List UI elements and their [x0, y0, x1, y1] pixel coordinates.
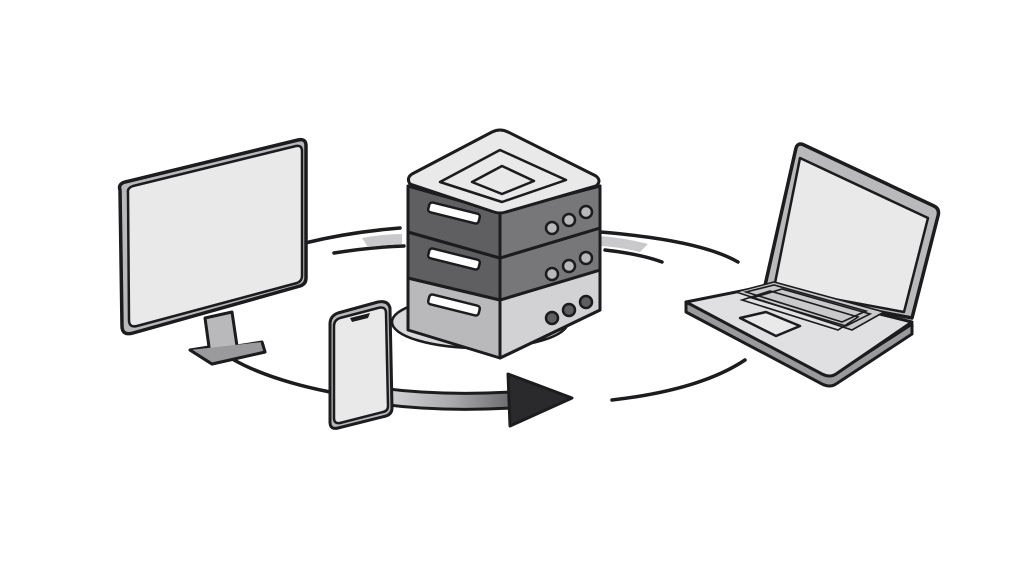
- server-top-square: [470, 164, 536, 196]
- sync-arrow: [378, 372, 574, 428]
- laptop-screen: [772, 156, 930, 314]
- server-3-led-1: [544, 310, 560, 326]
- server-2-led-3: [578, 250, 594, 266]
- server-1-led-1: [544, 220, 560, 236]
- server-top-ring: [438, 148, 568, 204]
- laptop-trackpad: [738, 310, 802, 338]
- server-3-led-3: [578, 294, 594, 310]
- orbit-ring: [232, 226, 747, 402]
- sync-arrow-shaft: [378, 386, 514, 411]
- orbit-ring-front-right: [610, 358, 747, 402]
- orbit-ring-right-back: [598, 230, 740, 264]
- server-3-led-2: [561, 302, 577, 318]
- server-1-led-2: [561, 212, 577, 228]
- laptop-keyboard: [733, 281, 887, 331]
- smartphone-icon: [328, 300, 394, 430]
- desktop-monitor-icon: [117, 137, 308, 366]
- sync-arrow-head: [506, 372, 574, 428]
- laptop-icon: [684, 142, 941, 388]
- phone-notch: [350, 313, 370, 322]
- orbit-ring-left-back-2: [332, 244, 406, 255]
- orbit-ring-left-back: [303, 226, 402, 245]
- server-1-led-3: [578, 204, 594, 220]
- orbit-shadow-right: [600, 236, 648, 252]
- server-unit-1: [406, 128, 602, 260]
- orbit-shadows: [362, 234, 648, 252]
- server-stack-icon: [390, 128, 602, 360]
- orbit-ring-right-back-2: [603, 248, 664, 264]
- monitor-screen: [126, 144, 304, 328]
- orbit-shadow-left: [362, 234, 402, 247]
- monitor-stand-base: [189, 341, 267, 366]
- orbit-ring-front-left: [232, 358, 332, 394]
- phone-screen: [332, 306, 390, 425]
- server-2-led-2: [561, 258, 577, 274]
- server-2-led-1: [544, 266, 560, 282]
